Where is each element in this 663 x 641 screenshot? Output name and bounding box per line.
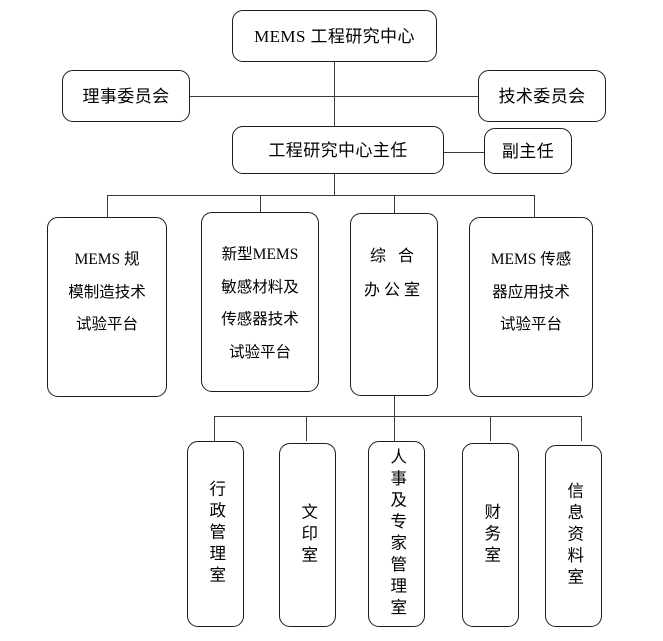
node-label-line: 传感器技术 <box>221 311 299 329</box>
node-label-line: 新型MEMS <box>221 246 299 263</box>
node-label: 工程研究中心主任 <box>268 140 408 160</box>
connector-platform-bus <box>107 195 534 196</box>
node-finance-office[interactable]: 财务室 <box>462 443 519 627</box>
connector-center-to-director <box>334 62 335 132</box>
node-label-line: 试验平台 <box>228 343 291 361</box>
node-label: 技术委员会 <box>498 86 586 106</box>
connector-drop-section-5 <box>581 416 582 441</box>
connector-drop-platform-1 <box>107 195 108 217</box>
node-label: 信息资料室 <box>564 482 584 590</box>
node-label-line: 器应用技术 <box>492 283 570 301</box>
node-label: 文印室 <box>298 502 318 568</box>
node-label: 人事及专家管理室 <box>387 448 407 620</box>
connector-drop-platform-4 <box>534 195 535 217</box>
connector-drop-section-3 <box>394 416 395 441</box>
node-document-printing-office[interactable]: 文印室 <box>279 443 336 627</box>
node-label: 副主任 <box>501 141 555 161</box>
node-label-lines: MEMS 规 模制造技术 试验平台 <box>48 244 166 342</box>
connector-committee-bus <box>190 96 478 97</box>
connector-office-down <box>394 395 395 417</box>
connector-drop-section-4 <box>490 416 491 441</box>
connector-director-down <box>334 174 335 196</box>
connector-drop-section-2 <box>306 416 307 441</box>
node-deputy-director[interactable]: 副主任 <box>484 128 572 174</box>
node-label: 行政管理室 <box>206 480 226 588</box>
node-label-line: MEMS 传感 <box>490 251 572 268</box>
node-label-line: 试验平台 <box>75 316 138 334</box>
node-personnel-and-expert-management-office[interactable]: 人事及专家管理室 <box>368 441 425 627</box>
node-label-line: 综 合 <box>369 248 418 265</box>
node-label-lines: 综 合 办公室 <box>351 240 437 307</box>
connector-drop-section-1 <box>214 416 215 441</box>
connector-section-bus <box>214 416 581 417</box>
node-information-archives-office[interactable]: 信息资料室 <box>545 445 602 627</box>
node-mems-sensor-application-platform[interactable]: MEMS 传感 器应用技术 试验平台 <box>469 217 593 397</box>
node-board-committee[interactable]: 理事委员会 <box>62 70 190 122</box>
connector-director-to-deputy <box>444 152 484 153</box>
node-administration-office[interactable]: 行政管理室 <box>187 441 244 627</box>
node-label-lines: 新型MEMS 敏感材料及 传感器技术 试验平台 <box>202 239 318 369</box>
connector-drop-platform-3 <box>394 195 395 217</box>
node-label-line: 模制造技术 <box>68 283 146 301</box>
node-technical-committee[interactable]: 技术委员会 <box>478 70 606 122</box>
node-mems-engineering-research-center[interactable]: MEMS 工程研究中心 <box>232 10 437 62</box>
connector-drop-platform-2 <box>260 195 261 217</box>
node-label-lines: MEMS 传感 器应用技术 试验平台 <box>470 244 592 342</box>
node-label-line: 敏感材料及 <box>221 278 299 296</box>
node-new-mems-sensitive-material-platform[interactable]: 新型MEMS 敏感材料及 传感器技术 试验平台 <box>201 212 319 392</box>
node-label-line: 办公室 <box>363 281 424 299</box>
node-label-line: 试验平台 <box>499 316 562 334</box>
node-mems-scale-manufacturing-platform[interactable]: MEMS 规 模制造技术 试验平台 <box>47 217 167 397</box>
node-label: MEMS 工程研究中心 <box>254 26 415 46</box>
node-label: 理事委员会 <box>82 86 170 106</box>
node-label: 财务室 <box>481 502 501 568</box>
node-general-office[interactable]: 综 合 办公室 <box>350 213 438 396</box>
node-center-director[interactable]: 工程研究中心主任 <box>232 126 444 174</box>
node-label-line: MEMS 规 <box>74 251 140 268</box>
